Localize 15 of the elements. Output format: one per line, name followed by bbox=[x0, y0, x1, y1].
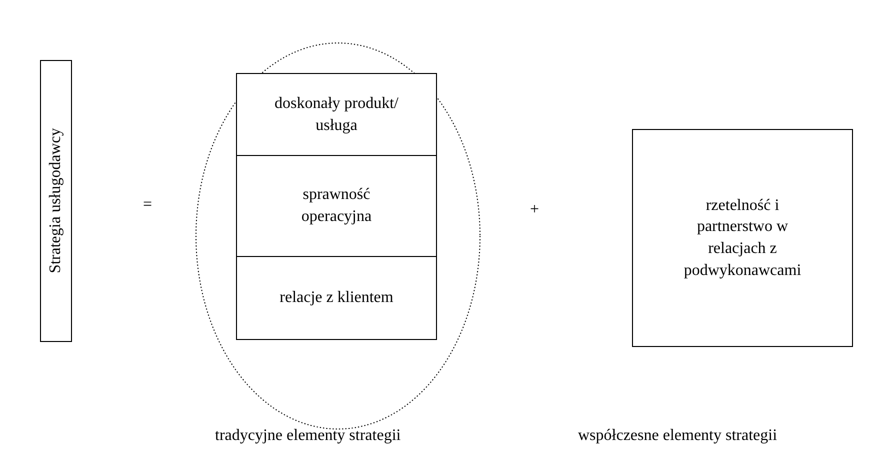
operator-sign: + bbox=[530, 201, 540, 219]
caption: współczesne elementy strategii bbox=[578, 427, 778, 445]
node-text: rzetelność i partnerstwo w relacjach z podwykonawcami bbox=[682, 196, 802, 281]
node-text: Strategia usługodawcy bbox=[46, 128, 66, 274]
node-text: relacje z klientem bbox=[280, 288, 394, 308]
node-text: doskonały produkt/ usługa bbox=[274, 94, 399, 136]
dotted-ellipse bbox=[195, 42, 481, 430]
operator-sign: = bbox=[143, 196, 152, 214]
node-text: sprawność operacyjna bbox=[300, 185, 373, 227]
vertical-box bbox=[40, 60, 72, 342]
process-box bbox=[236, 73, 437, 156]
process-box bbox=[632, 129, 853, 347]
process-box bbox=[236, 256, 437, 340]
process-box bbox=[236, 155, 437, 257]
caption: tradycyjne elementy strategii bbox=[215, 427, 401, 445]
